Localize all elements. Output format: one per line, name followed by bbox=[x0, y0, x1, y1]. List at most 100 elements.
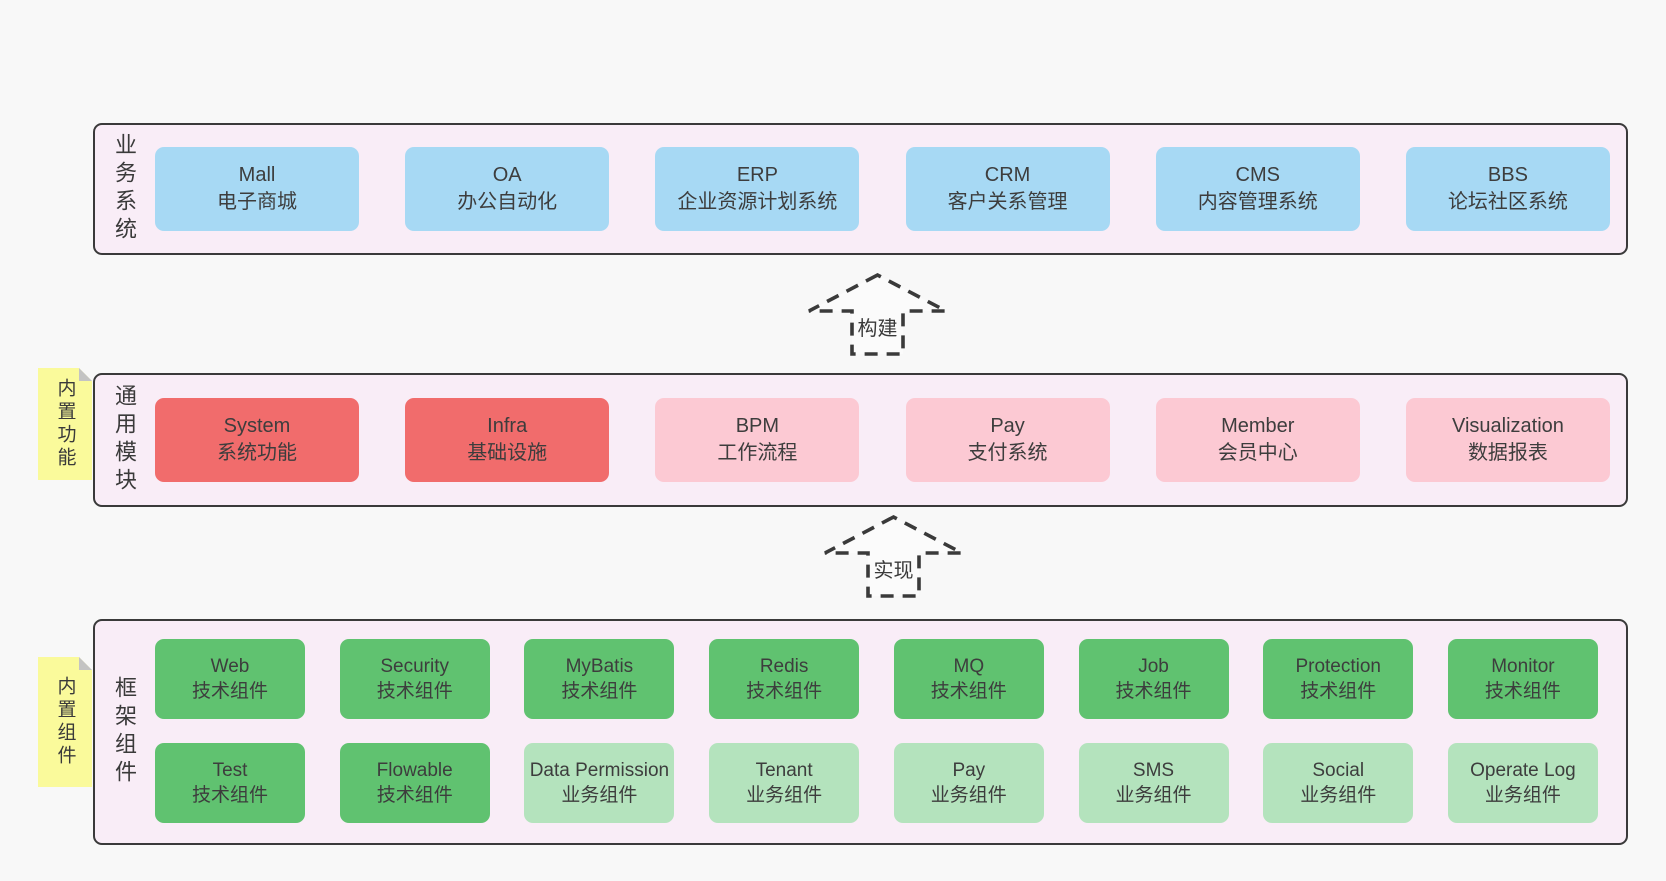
box-monitor: Monitor 技术组件 bbox=[1447, 639, 1598, 719]
box-title: Flowable bbox=[376, 760, 453, 781]
box-data-permission: Data Permission 业务组件 bbox=[524, 743, 675, 823]
up-arrow-icon bbox=[808, 272, 947, 356]
box-title: Mall bbox=[238, 164, 276, 186]
box-pay-component: Pay 业务组件 bbox=[893, 743, 1044, 823]
box-subtitle: 数据报表 bbox=[1467, 442, 1548, 464]
box-system: System 系统功能 bbox=[155, 398, 359, 482]
box-title: Member bbox=[1221, 415, 1295, 437]
framework-components-layer: 框架组件 Web 技术组件 Security 技术组件 MyBatis 技术组件… bbox=[93, 619, 1628, 845]
box-title: System bbox=[223, 415, 291, 437]
box-oa: OA 办公自动化 bbox=[405, 147, 610, 231]
box-subtitle: 办公自动化 bbox=[457, 191, 558, 213]
box-subtitle: 会员中心 bbox=[1217, 442, 1298, 464]
up-arrow-icon bbox=[824, 514, 963, 598]
box-title: Monitor bbox=[1491, 656, 1555, 677]
box-member: Member 会员中心 bbox=[1155, 398, 1360, 482]
box-title: ERP bbox=[736, 164, 778, 186]
box-subtitle: 支付系统 bbox=[967, 442, 1048, 464]
box-title: Redis bbox=[759, 656, 809, 677]
box-title: Security bbox=[380, 656, 450, 677]
box-bbs: BBS 论坛社区系统 bbox=[1405, 147, 1610, 231]
box-bpm: BPM 工作流程 bbox=[655, 398, 860, 482]
box-flowable: Flowable 技术组件 bbox=[339, 743, 490, 823]
modules-layer-label: 通用模块 bbox=[112, 384, 137, 496]
box-title: BBS bbox=[1487, 164, 1528, 186]
box-title: Job bbox=[1138, 656, 1169, 677]
box-subtitle: 技术组件 bbox=[1484, 681, 1561, 702]
components-layer-label: 框架组件 bbox=[112, 676, 137, 788]
box-subtitle: 技术组件 bbox=[746, 681, 823, 702]
box-title: Social bbox=[1312, 760, 1365, 781]
box-mq: MQ 技术组件 bbox=[893, 639, 1044, 719]
components-row-1: Web 技术组件 Security 技术组件 MyBatis 技术组件 Redi… bbox=[155, 639, 1598, 719]
box-erp: ERP 企业资源计划系统 bbox=[655, 147, 860, 231]
box-pay-module: Pay 支付系统 bbox=[905, 398, 1110, 482]
box-subtitle: 业务组件 bbox=[561, 785, 638, 806]
box-social: Social 业务组件 bbox=[1263, 743, 1414, 823]
box-subtitle: 技术组件 bbox=[191, 785, 268, 806]
box-visualization: Visualization 数据报表 bbox=[1405, 398, 1610, 482]
box-tenant: Tenant 业务组件 bbox=[709, 743, 860, 823]
common-modules-layer: 通用模块 System 系统功能 Infra 基础设施 BPM 工作流程 Pay… bbox=[93, 373, 1628, 507]
components-row-2: Test 技术组件 Flowable 技术组件 Data Permission … bbox=[155, 743, 1598, 823]
box-title: Tenant bbox=[755, 760, 813, 781]
business-systems-layer: 业务系统 Mall 电子商城 OA 办公自动化 ERP 企业资源计划系统 CRM… bbox=[93, 123, 1628, 255]
box-title: Test bbox=[212, 760, 248, 781]
box-mall: Mall 电子商城 bbox=[155, 147, 359, 231]
box-subtitle: 技术组件 bbox=[1300, 681, 1377, 702]
arrow-implement-label: 实现 bbox=[871, 560, 916, 582]
box-title: Pay bbox=[952, 760, 986, 781]
box-subtitle: 技术组件 bbox=[376, 785, 453, 806]
box-title: Pay bbox=[990, 415, 1025, 437]
box-subtitle: 技术组件 bbox=[376, 681, 453, 702]
note-builtin-functions: 内置功能 bbox=[38, 368, 92, 480]
arrow-implement: 实现 bbox=[821, 514, 966, 600]
business-layer-label: 业务系统 bbox=[112, 133, 137, 245]
box-security: Security 技术组件 bbox=[339, 639, 490, 719]
box-title: SMS bbox=[1132, 760, 1175, 781]
arrow-build: 构建 bbox=[805, 272, 950, 358]
box-subtitle: 电子商城 bbox=[217, 191, 297, 213]
box-title: Operate Log bbox=[1470, 760, 1576, 781]
box-title: Visualization bbox=[1451, 415, 1564, 437]
note-text: 内置组件 bbox=[54, 676, 76, 768]
box-subtitle: 技术组件 bbox=[930, 681, 1007, 702]
box-title: Data Permission bbox=[529, 760, 670, 781]
box-subtitle: 内容管理系统 bbox=[1197, 191, 1318, 213]
components-grid: Web 技术组件 Security 技术组件 MyBatis 技术组件 Redi… bbox=[155, 639, 1598, 823]
box-subtitle: 客户关系管理 bbox=[947, 191, 1068, 213]
modules-box-row: System 系统功能 Infra 基础设施 BPM 工作流程 Pay 支付系统… bbox=[155, 398, 1610, 482]
box-subtitle: 业务组件 bbox=[1300, 785, 1377, 806]
box-cms: CMS 内容管理系统 bbox=[1155, 147, 1360, 231]
business-box-row: Mall 电子商城 OA 办公自动化 ERP 企业资源计划系统 CRM 客户关系… bbox=[155, 147, 1610, 231]
box-subtitle: 工作流程 bbox=[717, 442, 798, 464]
box-subtitle: 基础设施 bbox=[467, 442, 548, 464]
note-builtin-components: 内置组件 bbox=[38, 657, 92, 787]
box-subtitle: 业务组件 bbox=[746, 785, 823, 806]
box-subtitle: 论坛社区系统 bbox=[1447, 191, 1568, 213]
box-title: OA bbox=[492, 164, 522, 186]
box-infra: Infra 基础设施 bbox=[405, 398, 610, 482]
box-title: CRM bbox=[984, 164, 1031, 186]
box-subtitle: 业务组件 bbox=[930, 785, 1007, 806]
arrow-build-label: 构建 bbox=[855, 318, 900, 340]
box-subtitle: 业务组件 bbox=[1484, 785, 1561, 806]
box-subtitle: 技术组件 bbox=[561, 681, 638, 702]
box-title: BPM bbox=[735, 415, 780, 437]
box-operate-log: Operate Log 业务组件 bbox=[1447, 743, 1598, 823]
box-title: MQ bbox=[953, 656, 985, 677]
box-title: Infra bbox=[487, 415, 528, 437]
box-crm: CRM 客户关系管理 bbox=[905, 147, 1110, 231]
note-text: 内置功能 bbox=[54, 378, 76, 470]
box-title: Protection bbox=[1295, 656, 1381, 677]
box-redis: Redis 技术组件 bbox=[709, 639, 860, 719]
box-subtitle: 技术组件 bbox=[1115, 681, 1192, 702]
box-mybatis: MyBatis 技术组件 bbox=[524, 639, 675, 719]
box-subtitle: 系统功能 bbox=[217, 442, 297, 464]
box-subtitle: 技术组件 bbox=[191, 681, 268, 702]
box-subtitle: 业务组件 bbox=[1115, 785, 1192, 806]
box-title: Web bbox=[210, 656, 250, 677]
box-protection: Protection 技术组件 bbox=[1263, 639, 1414, 719]
box-sms: SMS 业务组件 bbox=[1078, 743, 1229, 823]
